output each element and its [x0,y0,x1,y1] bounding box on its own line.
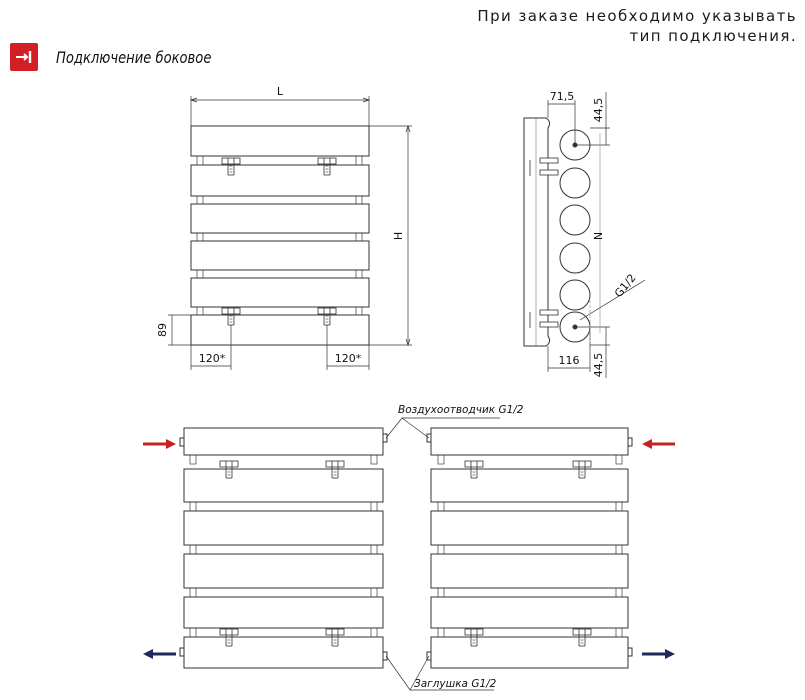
right-section-6 [430,636,629,669]
air-vent-label: Воздухоотводчик G1/2 [398,404,524,416]
dim-top-depth: 71,5 [550,90,575,103]
order-notice-line-2: тип подключения. [629,27,797,45]
dim-thread: G1/2 [612,272,639,300]
return-arrow-right [642,649,675,659]
side-tube-2 [559,167,591,199]
right-section-2 [430,468,629,503]
dim-bottom-offset-side: 44,5 [592,353,605,378]
side-tube-4 [559,242,591,274]
right-connection-view [426,427,633,669]
left-section-2 [183,468,384,503]
dim-right-spacing: 120* [335,352,362,365]
order-notice-line-1: При заказе необходимо указывать [477,7,797,25]
side-tube-5 [559,279,591,311]
left-section-3 [183,510,384,546]
front-view [190,125,370,346]
front-section-5 [190,277,370,308]
right-section-1 [430,427,629,456]
side-tube-3 [559,204,591,236]
right-section-5 [430,596,629,629]
front-section-2 [190,164,370,197]
dim-left-spacing: 120* [199,352,226,365]
dim-top-offset: 44,5 [592,98,605,123]
leader-lines [385,417,500,691]
left-section-5 [183,596,384,629]
front-section-3 [190,203,370,234]
dim-height-label: H [392,232,405,240]
right-section-3 [430,510,629,546]
plug-label: Заглушка G1/2 [414,678,497,690]
side-view [523,117,591,347]
section-title: Подключение боковое [56,47,212,67]
left-connection-view [179,427,388,669]
dim-bottom-offset: 89 [156,323,169,337]
supply-arrow-right [642,439,675,449]
supply-arrow-left [143,439,176,449]
left-section-6 [183,636,384,669]
front-section-4 [190,240,370,271]
return-arrow-left [143,649,176,659]
dim-section-count: N [592,232,605,240]
dim-bottom-depth: 116 [559,354,580,367]
left-section-4 [183,553,384,589]
right-section-4 [430,553,629,589]
order-notice: При заказе необходимо указывать тип подк… [477,6,797,46]
front-section-6 [190,314,370,346]
dim-width-label: L [277,85,284,98]
side-dimensions [547,92,646,378]
section-header: Подключение боковое [10,42,246,72]
side-connection-icon [10,43,38,71]
left-section-1 [183,427,384,456]
front-section-1 [190,125,370,157]
front-dimensions [168,96,412,370]
